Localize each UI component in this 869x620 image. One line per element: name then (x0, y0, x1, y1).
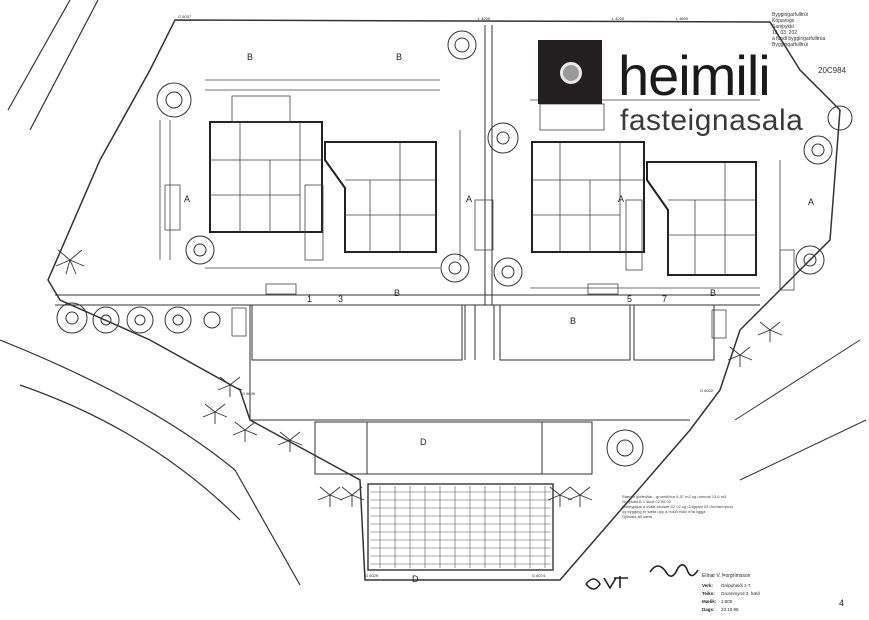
stamp-line: Samþykkt (772, 24, 794, 30)
title-row-value: 23.10.98 (721, 607, 739, 612)
section-mark-label: A (808, 197, 814, 207)
title-block: Elínar V. Þorgrímsson Verk: Gnípuheiði 1… (702, 572, 772, 614)
unit-number-label: 1 (307, 294, 312, 304)
section-mark-label: A (618, 194, 624, 204)
title-row-key: Teikn: (702, 591, 715, 596)
unit-number-label: 7 (662, 294, 667, 304)
stamp-line: Byggingarfulltrúi (772, 42, 808, 48)
title-row-value: Gnípuheiði 1-7 (721, 583, 751, 588)
title-row: Mælik: 1:500 (702, 598, 772, 606)
title-row-value: 1:500 (721, 599, 733, 604)
title-row-key: Mælik: (702, 599, 717, 604)
architect-name: Elínar V. Þorgrímsson (702, 573, 751, 579)
note-line: og bygging er sæta upp á mikið eldki eða… (622, 509, 706, 514)
page-number: 4 (839, 598, 845, 608)
survey-point-label: G 6022 (700, 388, 714, 393)
note-line: Gilebyjakat á svalir skulaer 02 02 og Gr… (622, 504, 733, 509)
title-row: Verk: Gnípuheiði 1-7 (702, 582, 772, 590)
section-mark-label: B (396, 52, 402, 62)
unit-number-label: 5 (627, 294, 632, 304)
brand-tagline: fasteignasala (620, 104, 804, 137)
brand-ring-icon (560, 62, 582, 84)
note-line: Stærðir gólfeiðlar - grunnflötur 6,57 m2… (622, 494, 727, 499)
title-row: Dags: 23.10.98 (702, 606, 772, 614)
section-mark-label: B (394, 288, 400, 298)
section-mark-label: A (184, 194, 190, 204)
title-row-value: Grunnmynd 3. hæð (721, 591, 760, 596)
survey-point-label: G 6074 (532, 573, 546, 578)
survey-point-label: G 6029 (365, 573, 379, 578)
note-line: Gólfplata B 1 skuli 02 06 02 (622, 499, 671, 504)
title-row: Teikn: Grunnmynd 3. hæð (702, 590, 772, 598)
brand-name: heimili (618, 44, 771, 107)
survey-point-label: G 6037 (178, 14, 192, 19)
section-mark-label: B (247, 52, 253, 62)
note-line: Gjöldsla að sæta (622, 514, 653, 519)
stamp-line: Kópavogs (772, 18, 795, 24)
section-mark-label: B (570, 316, 576, 326)
title-row-key: Dags: (702, 607, 715, 612)
stamp-line: á fundi byggingarfulltrúa (772, 36, 826, 42)
signature-mark (585, 564, 699, 590)
drawing-notes: Stærðir gólfeiðlar - grunnflötur 6,57 m2… (622, 494, 742, 519)
stamp-date: 13. 03. 202 (772, 30, 798, 36)
survey-point-label: G 6045 (242, 391, 256, 396)
title-row-key: Verk: (702, 583, 714, 588)
survey-point-label: L 4200 (478, 16, 491, 21)
stamp-line: Byggingarfulltrúi (772, 12, 808, 18)
brand-logo-mark (538, 40, 602, 104)
section-mark-label: D (420, 437, 427, 447)
section-mark-label: B (710, 288, 716, 298)
approval-stamp: Byggingarfulltrúi Kópavogs Samþykkt 13. … (772, 12, 866, 62)
stamp-code: 20C984 (818, 66, 847, 75)
unit-number-label: 3 (338, 294, 343, 304)
section-mark-label: A (466, 194, 472, 204)
survey-point-label: L 4200 (612, 16, 625, 21)
section-mark-label: D (412, 574, 419, 584)
survey-point-label: L 4600 (676, 16, 689, 21)
